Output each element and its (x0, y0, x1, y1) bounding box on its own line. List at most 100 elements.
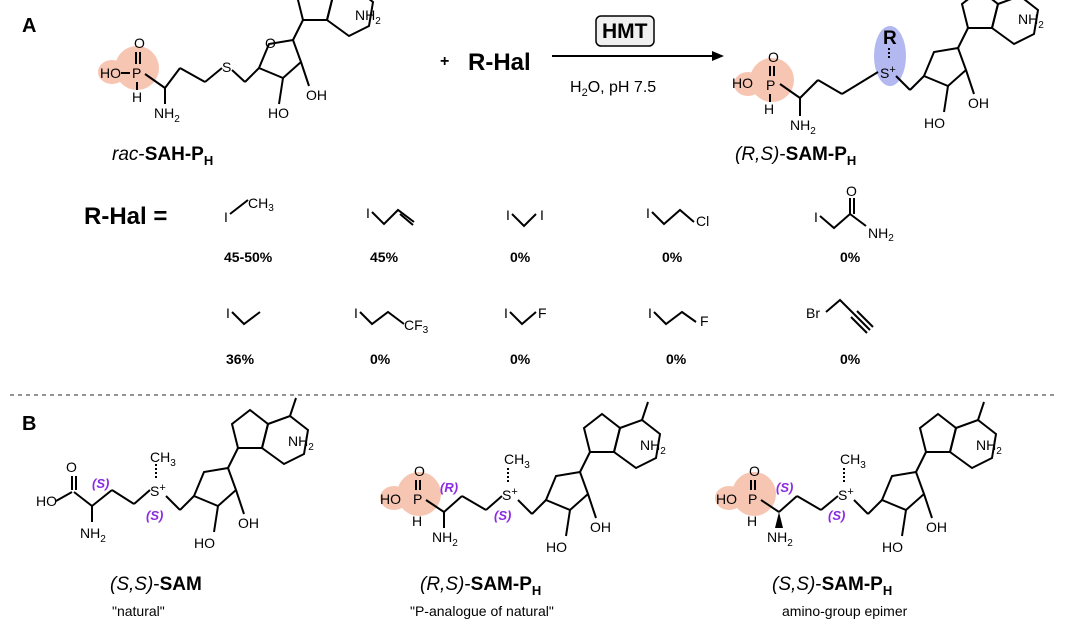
caption-b2: (R,S)-SAM-PH (420, 574, 541, 598)
svg-text:O: O (749, 463, 760, 479)
atom-p: P (132, 65, 141, 81)
product-phosphinate-highlight-left (734, 72, 762, 96)
yield-8: 0% (510, 351, 531, 367)
svg-text:CH3: CH3 (248, 195, 274, 214)
atom-nh2-product: NH2 (790, 117, 816, 137)
atom-ho-ribose-product: HO (924, 115, 945, 131)
structure-s-s-sam-ph: O P HO H NH2 (S) CH3 S+ (S) HO OH NH2 (715, 401, 1002, 555)
reaction-conditions: H2O, pH 7.5 (570, 79, 656, 99)
svg-text:NH2: NH2 (432, 529, 458, 549)
yield-4: 0% (662, 249, 683, 265)
atom-ho-ribose: HO (268, 105, 289, 121)
reaction-arrow: HMT H2O, pH 7.5 (552, 15, 724, 99)
stereo-s-2: (S) (494, 508, 511, 523)
svg-text:HO: HO (194, 535, 215, 551)
phosphinate-highlight-left (98, 60, 126, 84)
atom-ho-product: HO (732, 75, 753, 91)
stereo-alpha-1: (S) (92, 476, 109, 491)
svg-text:I: I (354, 305, 358, 321)
phosphinate-highlight (115, 46, 159, 90)
reagent-allyl-iodide: I (366, 205, 415, 226)
svg-text:O: O (66, 459, 77, 475)
svg-text:NH2: NH2 (976, 437, 1002, 457)
panel-label-a: A (22, 15, 36, 37)
svg-text:CH3: CH3 (150, 449, 176, 469)
product-phosphinate-highlight (750, 58, 794, 102)
svg-text:I: I (224, 209, 228, 225)
svg-text:I: I (504, 305, 508, 321)
quote-b1: "natural" (112, 603, 165, 619)
svg-text:OH: OH (238, 515, 259, 531)
svg-text:Br: Br (806, 305, 820, 321)
reagent-trifluoroiodopropane: I CF3 (354, 305, 429, 336)
plus-sign: + (440, 53, 449, 70)
quote-b2: "P-analogue of natural" (410, 603, 554, 619)
structure-rac-sah-ph: O P HO H NH2 S HO OH O NH2 (98, 0, 381, 125)
reagent-iodoethane: I (226, 305, 261, 326)
atom-o-top: O (134, 35, 145, 51)
svg-text:I: I (226, 305, 230, 321)
stereo-s-1: (S) (146, 508, 163, 523)
svg-text:F: F (538, 305, 547, 321)
caption-sam-ph-product: (R,S)-SAM-PH (735, 144, 856, 168)
stereo-s-3: (S) (828, 508, 845, 523)
atom-o-top-product: O (768, 49, 779, 65)
svg-text:S+: S+ (838, 486, 854, 503)
atom-h-product: H (764, 101, 774, 117)
structure-r-s-sam-ph: O P HO H NH2 (R) CH3 S+ (S) HO OH NH2 (380, 401, 666, 555)
svg-text:O: O (414, 463, 425, 479)
svg-text:NH2: NH2 (868, 225, 894, 244)
caption-rac-sah-ph: rac-SAH-PH (112, 144, 213, 168)
reagent-iodomethane: I CH3 (224, 195, 274, 225)
svg-text:OH: OH (926, 519, 947, 535)
caption-b1: (S,S)-SAM (110, 574, 202, 595)
svg-text:I: I (814, 209, 818, 225)
atom-oh-ribose: OH (306, 87, 327, 103)
atom-n-nh2: NH2 (355, 7, 381, 27)
svg-text:P: P (413, 491, 422, 507)
atom-ribose-o: O (265, 35, 276, 51)
yield-2: 45% (370, 249, 399, 265)
svg-text:NH2: NH2 (80, 525, 106, 545)
svg-text:H: H (412, 513, 422, 529)
svg-text:HO: HO (36, 493, 57, 509)
svg-text:S+: S+ (502, 486, 518, 503)
atom-nh2-adenine-product: NH2 (1018, 11, 1044, 31)
svg-text:HO: HO (380, 491, 401, 507)
svg-text:I: I (506, 207, 510, 223)
r-hal-equals-label: R-Hal = (84, 203, 167, 230)
svg-text:NH2: NH2 (640, 437, 666, 457)
svg-text:HO: HO (882, 539, 903, 555)
reagent-chloroiodoethane: I Cl (646, 205, 709, 229)
atom-s: S (222, 59, 231, 75)
reagent-fluoroiodomethane: I F (504, 305, 547, 326)
atom-s-product: S+ (880, 64, 896, 81)
structure-sam-ph-product: O P HO H NH2 R S+ HO OH NH2 (732, 0, 1044, 137)
reagent-r-hal: R-Hal (468, 49, 531, 76)
atom-nh2: NH2 (154, 105, 180, 125)
yield-7: 0% (370, 351, 391, 367)
svg-text:O: O (846, 183, 857, 199)
enzyme-box (595, 15, 655, 47)
yield-3: 0% (510, 249, 531, 265)
reagent-fluoroiodoethane: I F (648, 305, 709, 329)
quote-b3: amino-group epimer (782, 603, 908, 619)
atom-oh-ribose-product: OH (968, 95, 989, 111)
caption-b3: (S,S)-SAM-PH (772, 574, 892, 598)
stereo-alpha-2: (R) (440, 480, 458, 495)
svg-text:I: I (366, 205, 370, 221)
yield-5: 0% (840, 249, 861, 265)
svg-text:I: I (646, 205, 650, 221)
svg-text:S+: S+ (150, 482, 166, 499)
yield-6: 36% (226, 351, 255, 367)
svg-text:HO: HO (716, 491, 737, 507)
svg-text:H: H (747, 513, 757, 529)
svg-text:Cl: Cl (696, 213, 709, 229)
stereo-alpha-3: (S) (776, 480, 793, 495)
svg-text:I: I (540, 207, 544, 223)
svg-text:CH3: CH3 (840, 451, 866, 471)
svg-text:P: P (748, 491, 757, 507)
structure-s-s-sam: O HO NH2 (S) CH3 S+ (S) HO OH NH2 (36, 397, 314, 551)
svg-text:CF3: CF3 (404, 317, 429, 336)
